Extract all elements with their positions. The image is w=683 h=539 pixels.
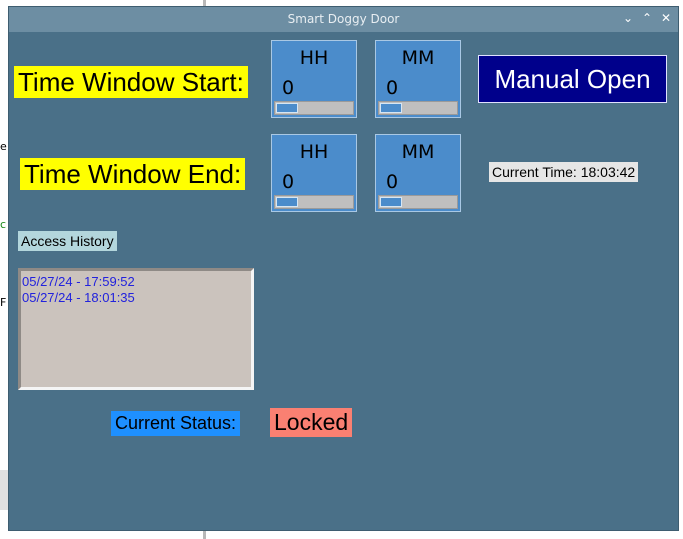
list-item[interactable]: 05/27/24 - 17:59:52: [22, 274, 135, 289]
slider-thumb[interactable]: [276, 197, 298, 207]
end-hours-value: 0: [282, 171, 295, 193]
title-bar[interactable]: Smart Doggy Door ⌄ ⌃ ✕: [9, 7, 678, 32]
start-minutes-value: 0: [386, 77, 399, 99]
end-hours-spinbox[interactable]: HH 0: [271, 134, 357, 212]
status-badge: Locked: [270, 408, 353, 437]
background-text-fragment: F: [0, 296, 7, 309]
time-window-start-label: Time Window Start:: [14, 66, 248, 98]
start-hours-value: 0: [282, 77, 295, 99]
time-window-end-label: Time Window End:: [20, 158, 246, 190]
start-minutes-header: MM: [401, 47, 435, 69]
app-window: Smart Doggy Door ⌄ ⌃ ✕ Time Window Start…: [8, 6, 679, 531]
background-edge: [0, 470, 8, 510]
background-text-fragment: e: [0, 140, 7, 153]
slider-thumb[interactable]: [380, 103, 402, 113]
end-minutes-value: 0: [386, 171, 399, 193]
end-hours-header: HH: [299, 141, 329, 163]
start-hours-slider[interactable]: [274, 101, 354, 115]
background-divider: [203, 531, 206, 539]
start-minutes-slider[interactable]: [378, 101, 458, 115]
background-divider: [203, 0, 206, 6]
current-time-label: Current Time: 18:03:42: [489, 162, 639, 182]
start-hours-spinbox[interactable]: HH 0: [271, 40, 357, 118]
end-hours-slider[interactable]: [274, 195, 354, 209]
start-hours-header: HH: [299, 47, 329, 69]
end-minutes-spinbox[interactable]: MM 0: [375, 134, 461, 212]
close-icon[interactable]: ✕: [661, 11, 672, 25]
current-status-label: Current Status:: [111, 411, 241, 436]
manual-open-button[interactable]: Manual Open: [478, 55, 667, 103]
access-history-list[interactable]: 05/27/24 - 17:59:52 05/27/24 - 18:01:35: [18, 268, 254, 390]
chevron-down-icon[interactable]: ⌄: [623, 11, 634, 25]
slider-thumb[interactable]: [276, 103, 298, 113]
slider-thumb[interactable]: [380, 197, 402, 207]
end-minutes-header: MM: [401, 141, 435, 163]
start-minutes-spinbox[interactable]: MM 0: [375, 40, 461, 118]
chevron-up-icon[interactable]: ⌃: [642, 11, 653, 25]
list-item[interactable]: 05/27/24 - 18:01:35: [22, 290, 135, 305]
access-history-label: Access History: [18, 231, 117, 251]
end-minutes-slider[interactable]: [378, 195, 458, 209]
window-title: Smart Doggy Door: [287, 12, 400, 26]
background-text-fragment: c: [0, 218, 7, 231]
